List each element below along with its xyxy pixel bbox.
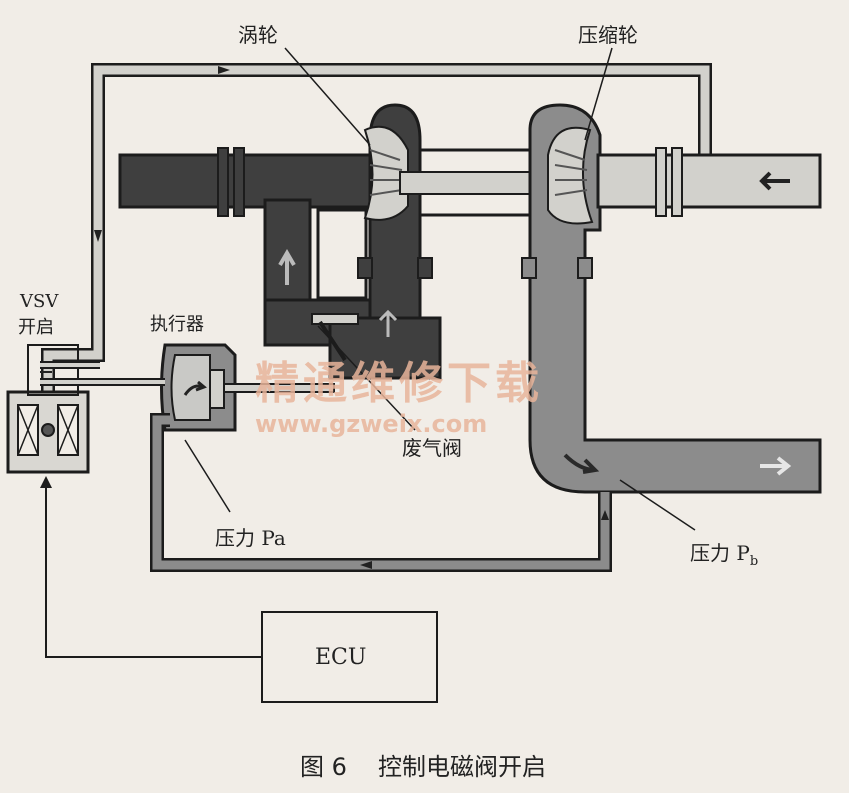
exhaust-manifold <box>118 147 387 347</box>
actuator-label: 执行器 <box>150 314 204 335</box>
turbine-wheel <box>363 125 409 221</box>
ecu-module <box>40 476 438 703</box>
turbine-label: 涡轮 <box>238 23 278 47</box>
vsv-label: VSV <box>19 291 59 312</box>
watermark-text: 精通维修下载 <box>255 358 543 409</box>
ecu-label: ECU <box>315 645 366 670</box>
pressure-b-label: 压力 Pb <box>690 541 758 569</box>
figure-number: 图 6 <box>300 753 347 781</box>
vsv-solenoid-valve <box>6 344 165 474</box>
intake-pipe <box>596 147 822 217</box>
compressor-wheel <box>547 126 594 225</box>
vsv-state-label: 开启 <box>18 317 54 338</box>
watermark-url: www.gzweix.com <box>255 410 487 438</box>
figure-title: 控制电磁阀开启 <box>378 753 546 781</box>
wastegate-label: 废气阀 <box>402 436 462 460</box>
pressure-a-label: 压力 Pa <box>215 526 286 550</box>
label-leaders <box>184 47 696 531</box>
wastegate-actuator <box>160 343 335 432</box>
compressor-label: 压缩轮 <box>578 23 638 47</box>
boost-pressure-line <box>150 413 612 572</box>
